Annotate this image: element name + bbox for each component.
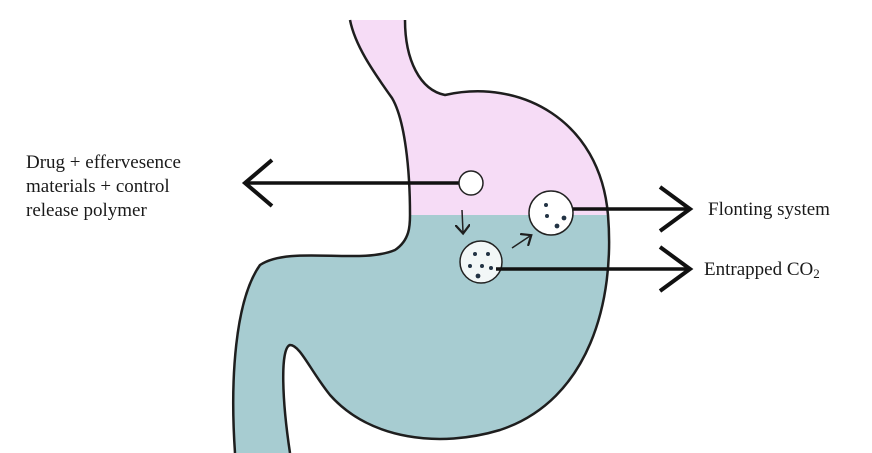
rising-arrow — [511, 236, 530, 249]
floating-tablet-circle — [528, 190, 574, 236]
stomach-outline — [232, 19, 611, 453]
co2-subscript: 2 — [813, 266, 820, 281]
tablet-circle — [458, 170, 484, 196]
floating-system-label: Flonting system — [708, 199, 830, 220]
co2-label-text: Entrapped CO — [704, 259, 814, 280]
drug-label-line-2: materials + control — [26, 176, 170, 197]
gastric-fluid-region — [233, 215, 610, 453]
drug-materials-label: Drug + effervesence materials + control … — [26, 151, 246, 223]
sinking-arrow — [462, 209, 463, 232]
co2-bubbles — [468, 252, 493, 279]
entrapped-co2-label: Entrapped CO2 — [704, 258, 820, 286]
gas-tablet-circle — [459, 240, 503, 284]
drug-label-line-3: release polymer — [26, 200, 147, 221]
drug-label-line-1: Drug + effervesence — [26, 152, 181, 173]
